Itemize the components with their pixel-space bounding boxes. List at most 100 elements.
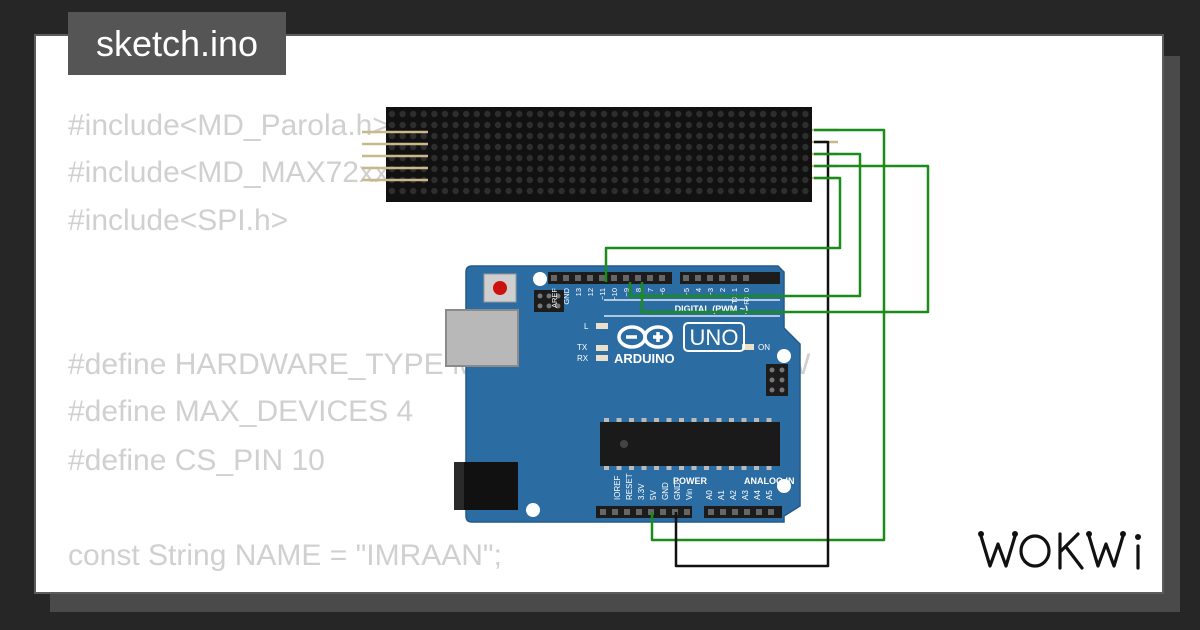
matrix-led: [759, 165, 767, 173]
matrix-led: [643, 132, 650, 140]
matrix-led: [685, 132, 692, 140]
matrix-led: [632, 132, 639, 140]
digital-pin-label: ~9: [622, 288, 631, 297]
led-label-rx: RX: [577, 354, 589, 363]
matrix-led: [569, 154, 576, 162]
matrix-led: [749, 165, 756, 173]
matrix-led: [675, 176, 682, 184]
matrix-led: [706, 154, 714, 162]
code-line: #include<MD_MAX72xx.h>: [68, 156, 432, 189]
matrix-led: [759, 154, 767, 162]
header-pin: [756, 509, 762, 515]
matrix-led: [802, 121, 809, 129]
matrix-led: [781, 121, 788, 129]
matrix-led: [547, 121, 555, 129]
matrix-led: [431, 132, 438, 140]
matrix-led: [653, 165, 661, 173]
matrix-led: [600, 121, 608, 129]
matrix-led: [611, 121, 618, 129]
matrix-led: [611, 165, 618, 173]
matrix-led: [749, 143, 756, 151]
matrix-led: [410, 187, 417, 195]
matrix-led: [579, 143, 586, 151]
led-matrix-module[interactable]: [362, 107, 838, 202]
matrix-led: [590, 110, 597, 118]
code-line: #include<MD_Parola.h>: [68, 109, 390, 142]
code-line: #define CS_PIN 10: [68, 444, 325, 477]
matrix-led: [590, 121, 597, 129]
matrix-led: [738, 110, 745, 118]
header-pin: [707, 275, 713, 281]
matrix-led: [600, 165, 608, 173]
matrix-led: [685, 176, 692, 184]
matrix-led: [622, 165, 629, 173]
matrix-led: [717, 165, 724, 173]
matrix-led: [590, 187, 597, 195]
matrix-led: [781, 132, 788, 140]
matrix-led: [706, 132, 714, 140]
matrix-led: [420, 132, 427, 140]
matrix-led: [537, 143, 544, 151]
matrix-led: [696, 187, 703, 195]
reset-button[interactable]: [483, 273, 517, 303]
matrix-led: [505, 187, 512, 195]
matrix-led: [526, 187, 533, 195]
matrix-led: [675, 165, 682, 173]
matrix-led: [696, 154, 703, 162]
matrix-led: [653, 110, 661, 118]
header-pin: [599, 275, 605, 281]
matrix-led: [452, 176, 459, 184]
matrix-led: [643, 121, 650, 129]
header-pin: [660, 509, 666, 515]
matrix-led: [622, 121, 629, 129]
matrix-led: [484, 132, 491, 140]
header-pin: [635, 275, 641, 281]
matrix-led: [622, 154, 629, 162]
file-tab[interactable]: sketch.ino: [68, 12, 286, 75]
digital-pin-label: 13: [574, 288, 583, 296]
header-pin: [768, 509, 774, 515]
matrix-led: [791, 154, 798, 162]
power-header-title: POWER: [673, 476, 708, 486]
matrix-led: [706, 110, 714, 118]
matrix-led: [526, 165, 533, 173]
matrix-led: [791, 132, 798, 140]
matrix-led: [484, 165, 491, 173]
mounting-hole: [526, 503, 540, 517]
matrix-led: [579, 154, 586, 162]
matrix-led: [622, 110, 629, 118]
matrix-led: [611, 187, 618, 195]
analog-pin-label: A2: [729, 490, 738, 500]
matrix-led: [643, 187, 650, 195]
matrix-led: [590, 176, 597, 184]
matrix-led: [600, 154, 608, 162]
matrix-led: [494, 187, 502, 195]
matrix-led: [547, 110, 555, 118]
header-pin: [708, 509, 714, 515]
matrix-led: [516, 121, 523, 129]
header-pin: [744, 509, 750, 515]
matrix-led: [643, 165, 650, 173]
matrix-led: [569, 121, 576, 129]
header-pin: [636, 509, 642, 515]
matrix-led: [653, 132, 661, 140]
matrix-led: [431, 143, 438, 151]
header-pin: [587, 275, 593, 281]
matrix-led: [728, 176, 735, 184]
matrix-led: [622, 187, 629, 195]
matrix-led: [569, 110, 576, 118]
matrix-led: [685, 154, 692, 162]
matrix-led: [431, 110, 438, 118]
matrix-led: [463, 176, 470, 184]
matrix-led: [706, 165, 714, 173]
matrix-led: [696, 110, 703, 118]
header-pin: [624, 509, 630, 515]
matrix-led: [706, 121, 714, 129]
matrix-led: [728, 143, 735, 151]
matrix-led: [643, 176, 650, 184]
code-line: const String NAME = "IMRAAN";: [68, 539, 502, 572]
matrix-led: [696, 121, 703, 129]
digital-pin-label: AREF: [550, 288, 559, 308]
matrix-led: [653, 187, 661, 195]
